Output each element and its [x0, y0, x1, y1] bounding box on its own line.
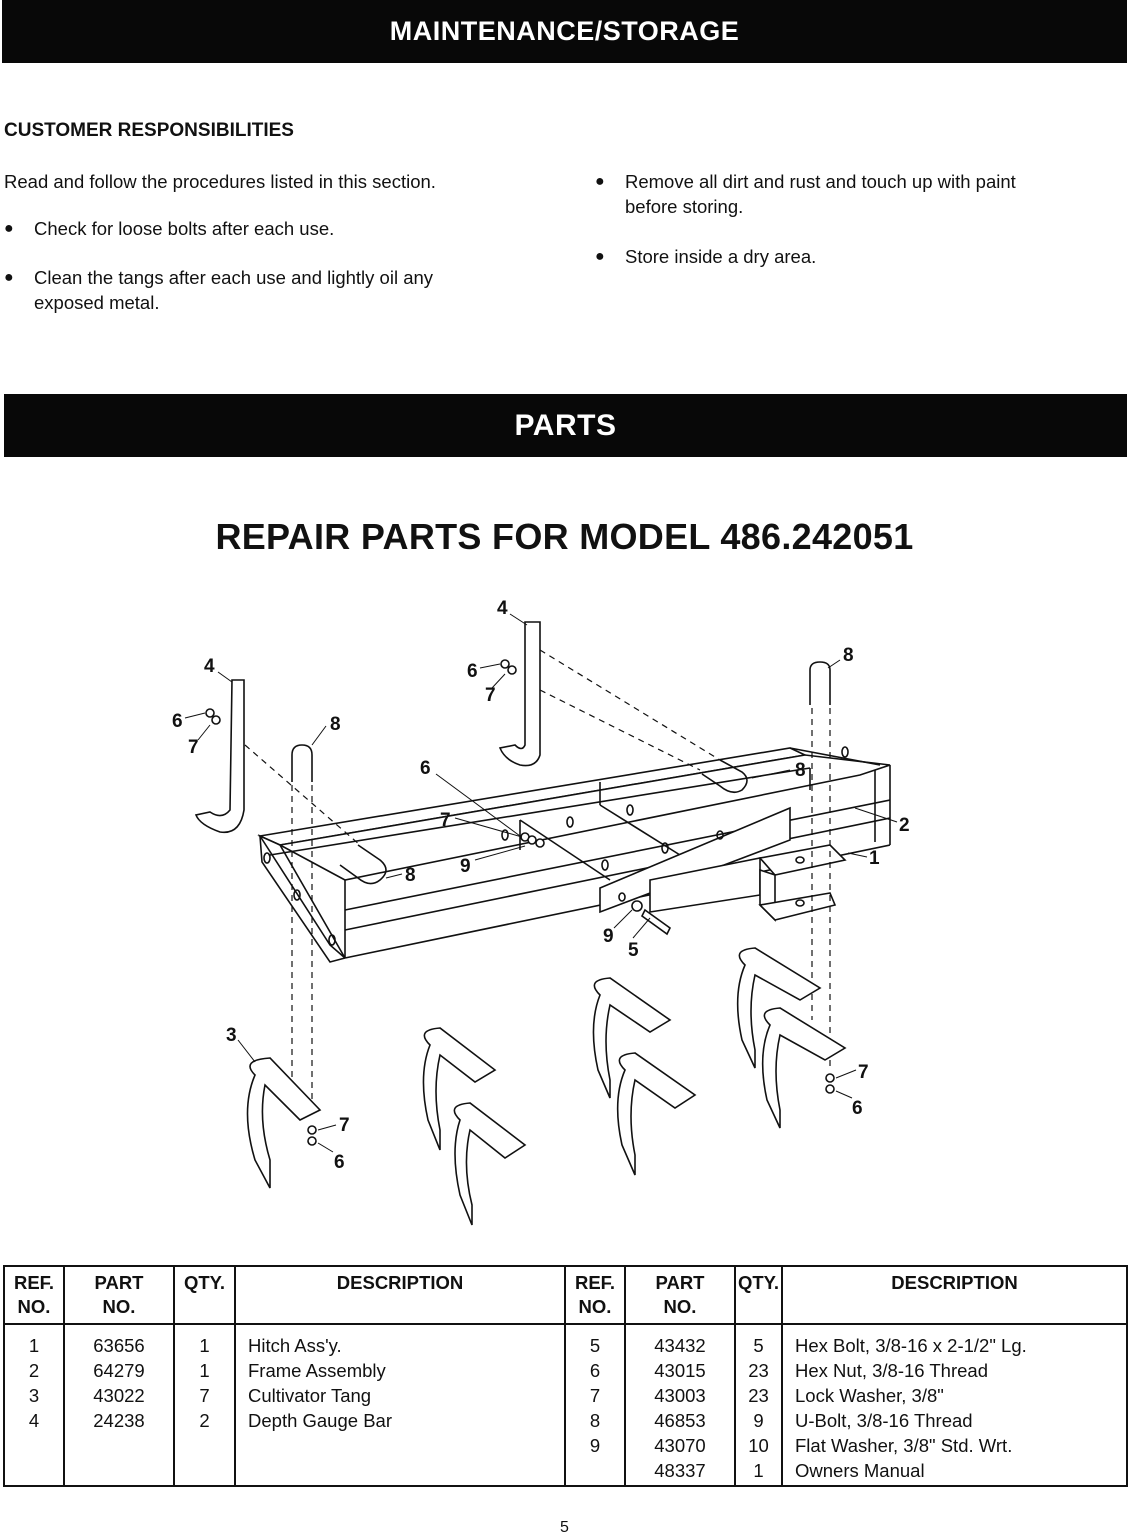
hitch-assembly-drawing [599, 806, 847, 922]
ref-no-header: REF.NO. [3, 1266, 65, 1325]
bullet-text: exposed metal. [34, 292, 160, 313]
bullet-dot-icon: ● [4, 220, 14, 237]
callout-label: 1 [869, 848, 880, 869]
callout-label: 7 [339, 1115, 350, 1136]
callout-label: 9 [603, 926, 614, 947]
bullet-item: ● Check for loose bolts after each use. [4, 216, 544, 242]
ref-no-header: REF.NO. [564, 1266, 626, 1325]
maintenance-storage-banner: MAINTENANCE/STORAGE [2, 0, 1127, 63]
bullet-dot-icon: ● [595, 173, 605, 190]
bullet-item: ● Store inside a dry area. [595, 244, 1125, 270]
bullet-dot-icon: ● [595, 248, 605, 265]
callout-labels: 4 4 6 7 6 7 8 8 8 8 6 7 9 2 1 9 5 3 7 6 … [172, 598, 910, 1173]
repair-parts-title: REPAIR PARTS FOR MODEL 486.242051 [215, 516, 914, 557]
exploded-parts-diagram: 4 4 6 7 6 7 8 8 8 8 6 7 9 2 1 9 5 3 7 6 … [172, 598, 910, 1226]
bullet-text: before storing. [625, 196, 744, 217]
callout-label: 2 [899, 815, 910, 836]
callout-label: 6 [172, 711, 183, 732]
description-cell: Hex Bolt, 3/8-16 x 2-1/2" Lg.Hex Nut, 3/… [781, 1324, 1128, 1486]
callout-label: 6 [334, 1152, 345, 1173]
callout-label: 4 [497, 598, 508, 619]
bullet-dot-icon: ● [4, 269, 14, 286]
bullet-text: Store inside a dry area. [625, 246, 817, 267]
depth-gauge-bar-drawing [194, 621, 541, 834]
callout-label: 7 [858, 1062, 869, 1083]
qty-header: QTY. [173, 1266, 236, 1325]
callout-label: 8 [405, 865, 416, 886]
callout-label: 6 [852, 1098, 863, 1119]
callout-label: 7 [440, 810, 451, 831]
callout-label: 8 [330, 714, 341, 735]
hardware-drawing [205, 659, 835, 1146]
callout-label: 3 [226, 1025, 237, 1046]
qty-header: QTY. [734, 1266, 783, 1325]
callout-label: 5 [628, 940, 639, 961]
callout-label: 7 [485, 685, 496, 706]
bullet-item: ● Clean the tangs after each use and lig… [4, 265, 544, 317]
cultivator-tang-drawing [246, 947, 847, 1226]
intro-text: Read and follow the procedures listed in… [4, 171, 436, 192]
frame-assembly-drawing [257, 746, 891, 963]
bullet-text: Remove all dirt and rust and touch up wi… [625, 171, 1016, 192]
callout-label: 8 [795, 760, 806, 781]
bullet-item: ● Remove all dirt and rust and touch up … [595, 169, 1125, 221]
callout-label: 9 [460, 856, 471, 877]
page-number: 5 [560, 1519, 569, 1536]
callout-label: 6 [467, 661, 478, 682]
callout-label: 6 [420, 758, 431, 779]
assembly-lines [244, 649, 831, 1110]
customer-responsibilities-heading: CUSTOMER RESPONSIBILITIES [4, 120, 294, 141]
description-header: DESCRIPTION [781, 1266, 1128, 1325]
leader-lines [184, 613, 898, 1153]
bullet-text: Check for loose bolts after each use. [34, 218, 335, 239]
callout-label: 4 [204, 656, 215, 677]
callout-label: 7 [188, 737, 199, 758]
bullet-text: Clean the tangs after each use and light… [34, 267, 434, 288]
description-header: DESCRIPTION [234, 1266, 566, 1325]
parts-banner: PARTS [4, 394, 1127, 457]
callout-label: 8 [843, 645, 854, 666]
